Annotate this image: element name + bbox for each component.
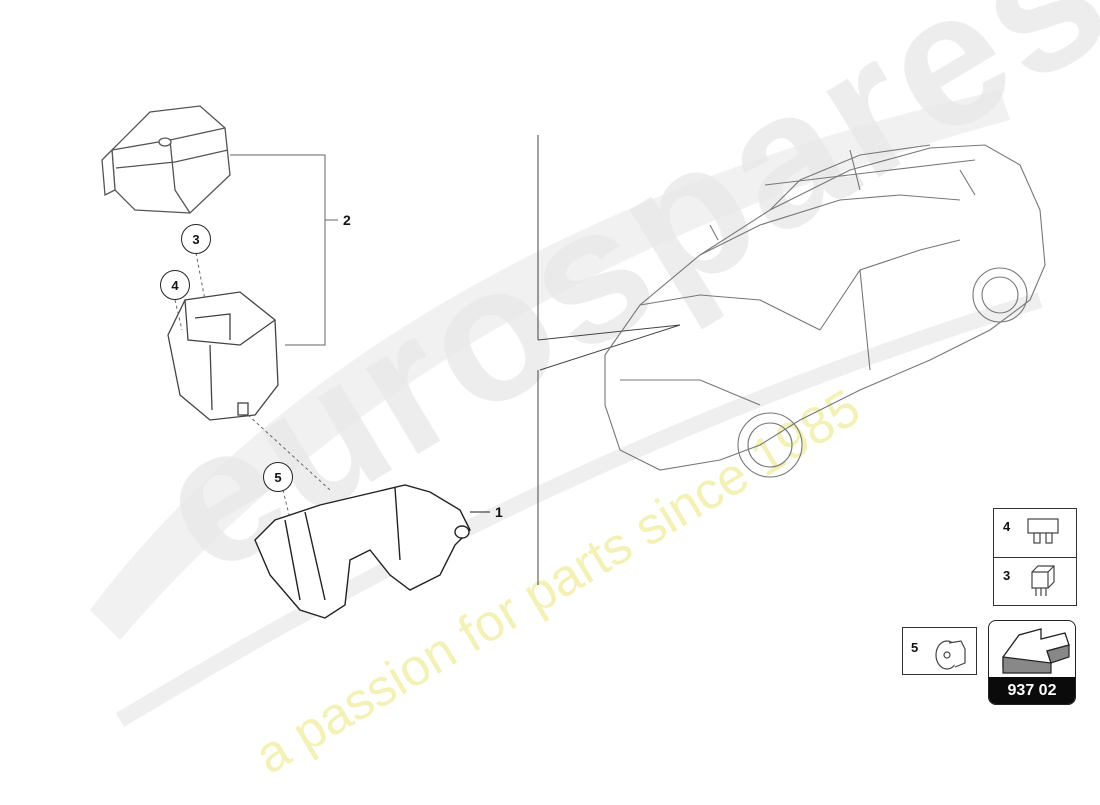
fuse-holder-bracket [254, 484, 490, 619]
navigation-badge[interactable]: 937 02 [988, 620, 1076, 705]
legend-number: 4 [1003, 519, 1011, 534]
callout-4[interactable]: 4 [160, 270, 190, 300]
clip-nut-icon [935, 640, 966, 670]
navigation-code: 937 02 [989, 677, 1075, 704]
relay-icon [1031, 565, 1055, 596]
vehicle-illustration [604, 144, 1046, 478]
legend-box-fuse-relay: 4 3 [993, 508, 1077, 606]
legend-item-4[interactable]: 4 [994, 509, 1076, 558]
part-ref-1[interactable]: 1 [495, 504, 503, 520]
blade-fuse-icon [1027, 518, 1059, 544]
fuse-box-cover [101, 105, 231, 214]
legend-number: 5 [911, 640, 919, 655]
callout-5[interactable]: 5 [263, 462, 293, 492]
arrow-navigation-icon [1002, 628, 1070, 674]
legend-number: 3 [1003, 568, 1011, 583]
part-ref-2[interactable]: 2 [343, 212, 351, 228]
fuse-holder-base [167, 291, 279, 421]
callout-3[interactable]: 3 [181, 224, 211, 254]
legend-box-clip[interactable]: 5 [902, 627, 977, 675]
legend-item-3[interactable]: 3 [994, 558, 1076, 607]
